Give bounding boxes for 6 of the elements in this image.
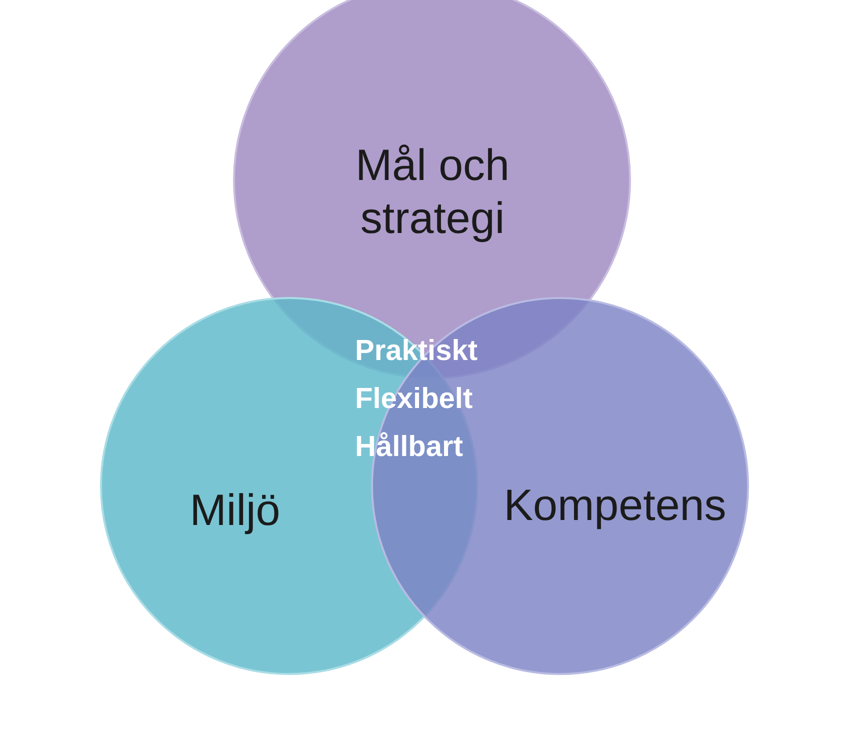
circle-label: Kompetens: [502, 480, 728, 532]
circle-label: Miljö: [188, 485, 282, 537]
keyword-text: Hållbart: [355, 431, 463, 464]
keyword-text: Praktiskt: [355, 335, 478, 368]
keyword-text: Flexibelt: [355, 383, 473, 416]
circle-label: Mål och strategi: [354, 140, 511, 245]
